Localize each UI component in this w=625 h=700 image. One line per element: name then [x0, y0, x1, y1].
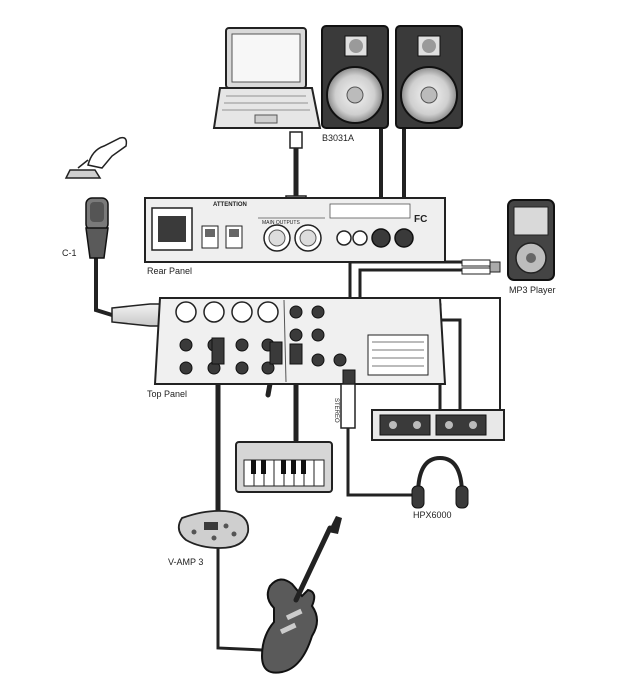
- rear-panel: [144, 197, 446, 263]
- foot-switch-icon: [64, 136, 128, 179]
- cassette-deck-icon: [371, 409, 505, 441]
- top-panel: [153, 297, 447, 385]
- stereo-plug: [340, 383, 356, 429]
- panel-stereo: STEREO: [333, 398, 339, 423]
- mp3-player-icon: [461, 199, 555, 281]
- speaker-icon: [395, 25, 463, 129]
- guitar-icon: [260, 516, 342, 674]
- amp-modeler-icon: [177, 509, 250, 549]
- label-mp3-player: MP3 Player: [509, 285, 556, 295]
- panel-fcc: FC: [414, 214, 428, 225]
- keyboard-icon: [235, 441, 333, 493]
- label-rear-panel: Rear Panel: [147, 266, 193, 276]
- label-microphone: C-1: [62, 248, 77, 258]
- laptop-icon: [212, 27, 322, 211]
- speaker-icon: [321, 25, 389, 129]
- label-headphones: HPX6000: [413, 510, 452, 520]
- headphones-icon: [411, 455, 469, 509]
- label-monitors: B3031A: [322, 133, 355, 143]
- label-amp-modeler: V-AMP 3: [168, 557, 204, 567]
- label-top-panel: Top Panel: [147, 389, 188, 399]
- panel-attention: ATTENTION: [213, 202, 247, 208]
- panel-main-outputs: MAIN OUTPUTS: [262, 220, 300, 226]
